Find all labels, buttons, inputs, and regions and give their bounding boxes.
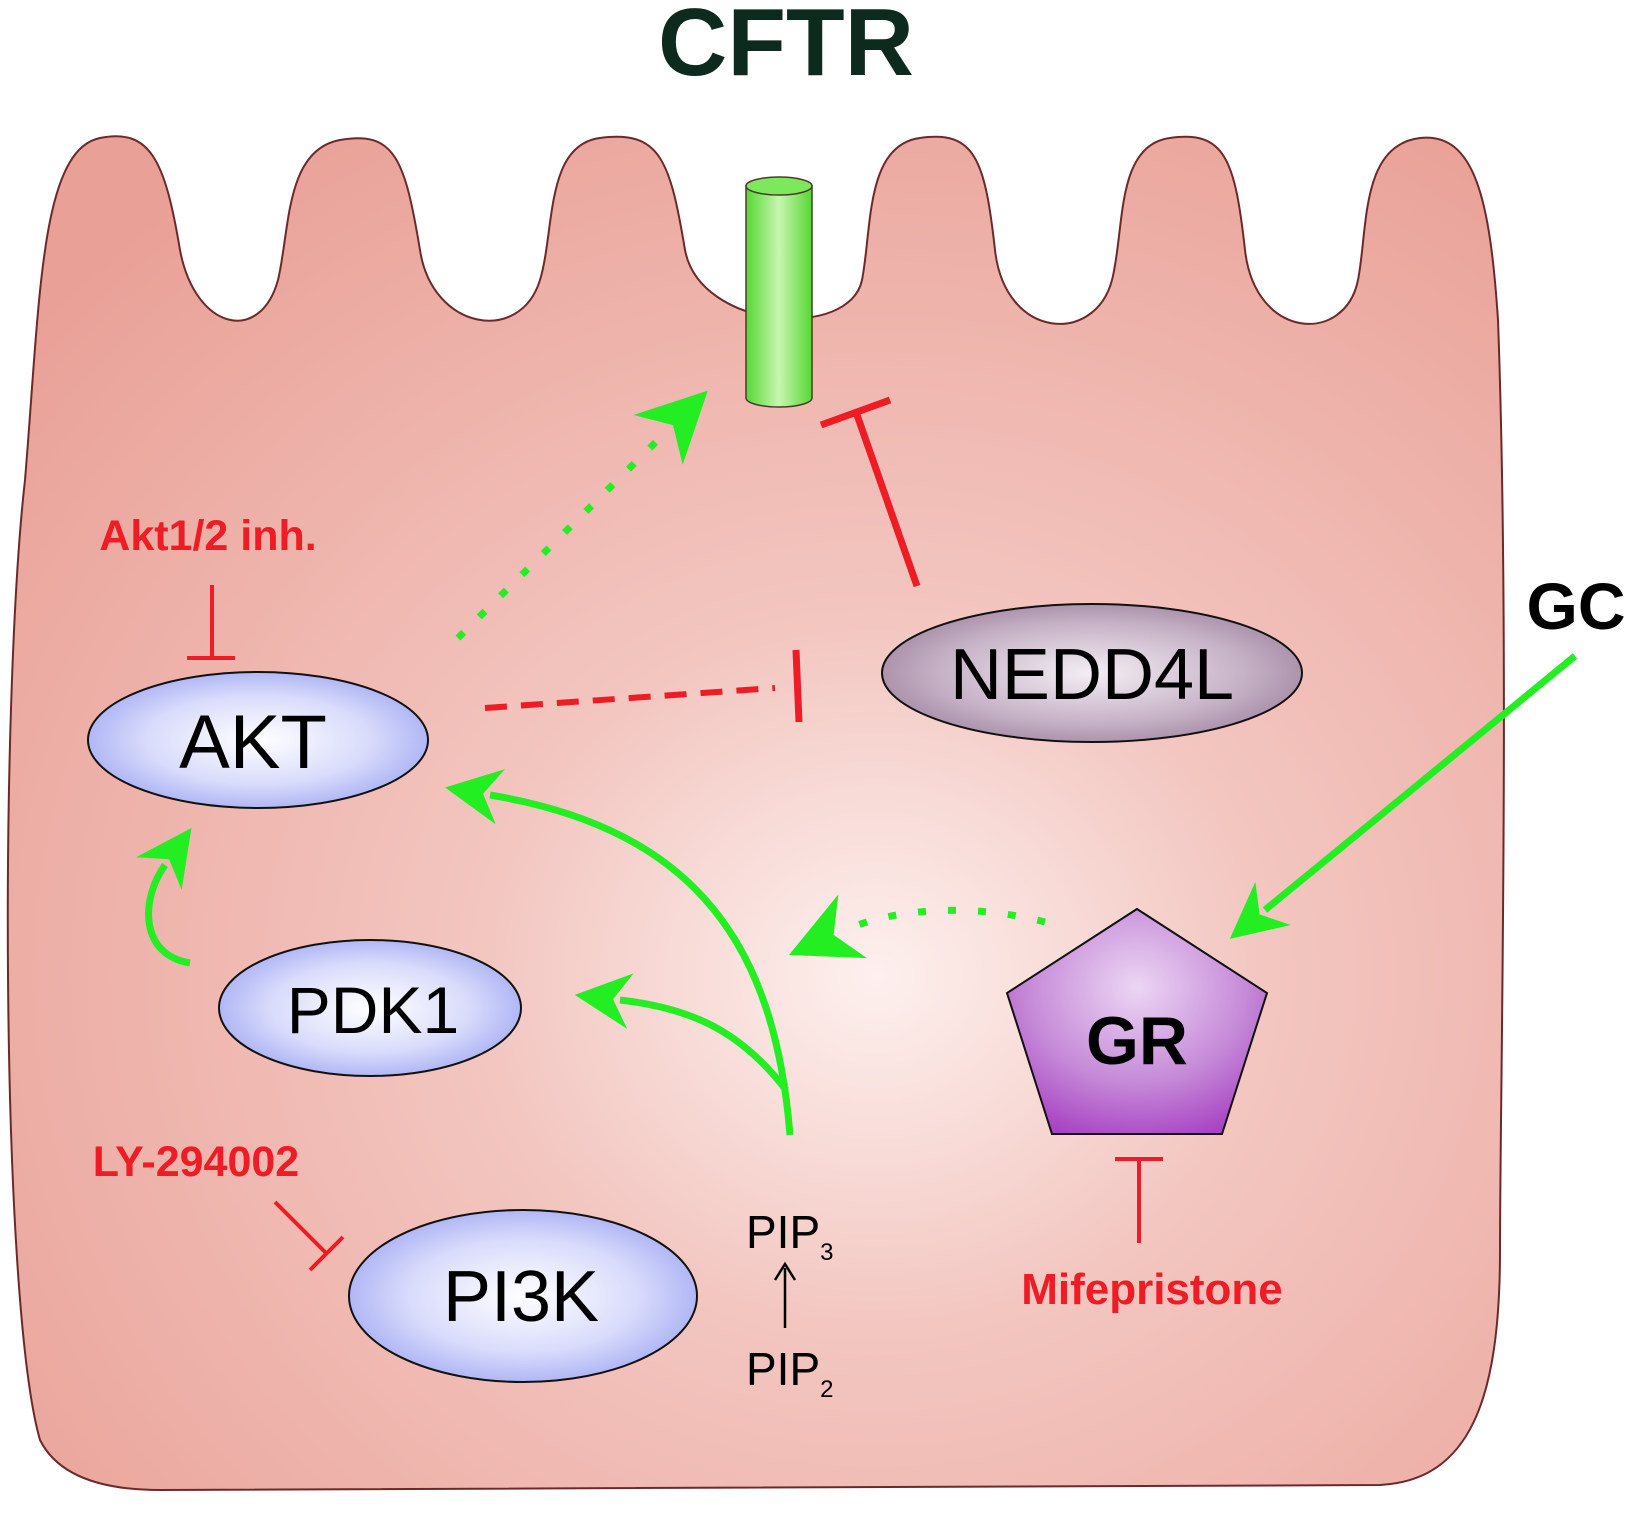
pip3-activates-pdk1-arrow	[574, 973, 789, 1093]
gr-label: GR	[1086, 1003, 1188, 1079]
pi3k-node: PI3K	[348, 1209, 698, 1383]
akt-activates-cftr-arrow	[455, 390, 708, 641]
akt-inhibitor-label: Akt1/2 inh.	[99, 512, 316, 560]
pip3-label: PIP3	[746, 1206, 834, 1266]
cftr-channel	[745, 176, 813, 408]
pdk1-node: PDK1	[218, 939, 522, 1077]
pip3-activates-akt-arrow	[445, 769, 794, 1136]
pi3k-label: PI3K	[443, 1257, 599, 1337]
pdk1-label: PDK1	[287, 973, 459, 1047]
gr-node: GR	[1005, 907, 1269, 1135]
epithelial-cell	[6, 135, 1505, 1492]
akt-node: AKT	[87, 671, 429, 809]
akt-label: AKT	[179, 700, 327, 785]
gc-activates-gr-arrow	[1229, 653, 1578, 939]
akt-inhibits-nedd4l	[484, 649, 803, 723]
nedd4l-node: NEDD4L	[881, 603, 1303, 743]
gc-label: GC	[1527, 569, 1626, 643]
pi3k-inhibitor-label: LY-294002	[93, 1138, 299, 1186]
pip2-to-pip3-arrow	[773, 1261, 797, 1328]
nedd4l-inhibits-cftr	[819, 396, 921, 588]
gr-inhibitor-label: Mifepristone	[1021, 1265, 1283, 1314]
diagram-title: CFTR	[658, 0, 914, 96]
gr-inhibitor-symbol	[1115, 1157, 1163, 1243]
akt-inhibitor-symbol	[187, 585, 235, 660]
pi3k-inhibitor-symbol	[273, 1200, 345, 1272]
nedd4l-label: NEDD4L	[950, 635, 1234, 715]
pdk1-activates-akt-arrow	[136, 827, 192, 967]
gr-activates-pathway-arrow	[788, 894, 1046, 959]
pip2-label: PIP2	[746, 1343, 834, 1403]
